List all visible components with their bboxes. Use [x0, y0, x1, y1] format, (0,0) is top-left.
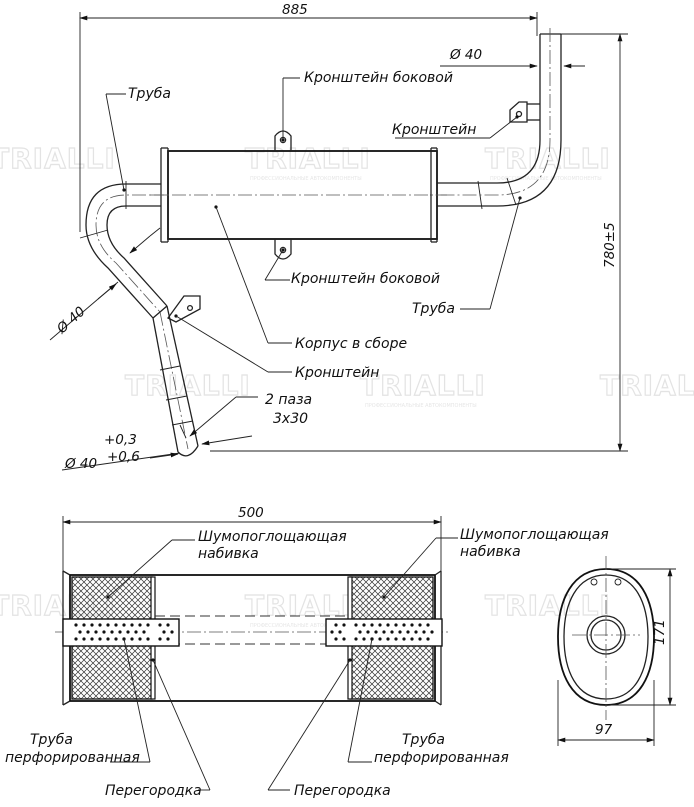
label-group-bracket-side-bottom: Кронштейн боковой: [264, 248, 440, 287]
dimension-inlet-value: Ø 40: [64, 456, 97, 472]
label-group-perf-pipe-right: Труба перфорированная: [347, 637, 509, 766]
label-pipe-right: Труба: [412, 301, 455, 317]
label-group-packing-right: Шумопоглощающая набивка: [382, 527, 609, 599]
label-packing-left-line1: Шумопоглощающая: [198, 529, 347, 545]
muffler-body: [150, 130, 447, 260]
top-view: 885 780±5 Ø 40: [49, 2, 628, 472]
dimension-inlet-tol-lower: +0,6: [107, 449, 140, 465]
label-group-baffle-right: Перегородка: [267, 658, 391, 799]
label-group-packing-left: Шумопоглощающая набивка: [106, 529, 347, 599]
pipe-right: [430, 28, 562, 210]
watermark-brand: TRIALLI: [0, 142, 116, 175]
label-body-assembly: Корпус в сборе: [295, 336, 407, 352]
label-group-pipe-left: Труба: [105, 86, 171, 192]
label-group-perf-pipe-left: Труба перфорированная: [5, 637, 151, 766]
perforated-pipe-left: [62, 618, 180, 647]
label-perf-pipe-right-line2: перфорированная: [374, 750, 509, 766]
watermark-tagline: ПРОФЕССИОНАЛЬНЫЕ АВТОКОМПОНЕНТЫ: [490, 176, 602, 182]
watermark-tagline: ПРОФЕССИОНАЛЬНЫЕ АВТОКОМПОНЕНТЫ: [250, 176, 362, 182]
dimension-inlet-tol-upper: +0,3: [104, 432, 137, 448]
label-perf-pipe-left-line1: Труба: [30, 732, 73, 748]
label-baffle-right: Перегородка: [294, 783, 391, 799]
label-bracket-side-bottom: Кронштейн боковой: [291, 271, 440, 287]
dimension-pipe-left: Ø 40: [49, 227, 161, 341]
watermark-brand: TRIALLI: [485, 589, 611, 622]
label-perf-pipe-right-line1: Труба: [402, 732, 445, 748]
label-group-baffle-left: Перегородка: [105, 658, 211, 799]
dimension-height-value: 780±5: [602, 222, 618, 268]
label-packing-right-line1: Шумопоглощающая: [460, 527, 609, 543]
label-packing-right-line2: набивка: [460, 544, 521, 560]
label-bracket-side-top: Кронштейн боковой: [304, 70, 453, 86]
pipe-left: [79, 181, 199, 457]
end-view: 171 97: [557, 556, 676, 746]
watermark-tagline: ПРОФЕССИОНАЛЬНЫЕ АВТОКОМПОНЕНТЫ: [250, 623, 362, 629]
dimension-width: 885: [79, 2, 538, 232]
label-slots-line2: 3x30: [273, 411, 308, 427]
watermark-brand: TRIALLI: [125, 369, 251, 402]
dimension-height: 780±5: [210, 33, 628, 452]
label-packing-left-line2: набивка: [198, 546, 259, 562]
label-group-body: Корпус в сборе: [214, 205, 407, 352]
dimension-pipe-right-value: Ø 40: [449, 47, 482, 63]
watermark-brand: TRIALLI: [360, 369, 486, 402]
label-perf-pipe-left-line2: перфорированная: [5, 750, 140, 766]
section-view: 500: [5, 505, 609, 799]
dimension-end-width-value: 97: [595, 722, 613, 738]
label-group-bracket-bottom: Кронштейн: [175, 315, 379, 381]
dimension-end-height-value: 171: [652, 619, 668, 645]
label-bracket-bottom: Кронштейн: [295, 365, 379, 381]
perforated-pipe-right: [325, 618, 443, 647]
bracket-right: Кронштейн: [392, 101, 540, 139]
label-baffle-left: Перегородка: [105, 783, 202, 799]
label-slots-line1: 2 паза: [265, 392, 312, 408]
watermark-brand: TRIALLI: [600, 369, 694, 402]
label-group-slots: 2 паза 3x30: [189, 392, 312, 437]
label-group-bracket-side-top: Кронштейн боковой: [281, 70, 453, 142]
label-bracket-right: Кронштейн: [392, 122, 476, 138]
watermarks: TRIALLI TRIALLI TRIALLI TRIALLI TRIALLI …: [0, 141, 694, 629]
dimension-inlet: Ø 40 +0,3 +0,6: [61, 432, 253, 472]
watermark-brand: TRIALLI: [245, 142, 371, 175]
label-pipe-left: Труба: [128, 86, 171, 102]
watermark-tagline: ПРОФЕССИОНАЛЬНЫЕ АВТОКОМПОНЕНТЫ: [365, 403, 477, 409]
watermark-brand: TRIALLI: [485, 142, 611, 175]
dimension-length: 500: [62, 505, 442, 575]
dimension-pipe-right: Ø 40: [440, 47, 585, 69]
dimension-width-value: 885: [282, 2, 308, 18]
label-group-pipe-right: Труба: [412, 196, 522, 317]
dimension-length-value: 500: [238, 505, 264, 521]
bracket-bottom: [167, 295, 201, 323]
